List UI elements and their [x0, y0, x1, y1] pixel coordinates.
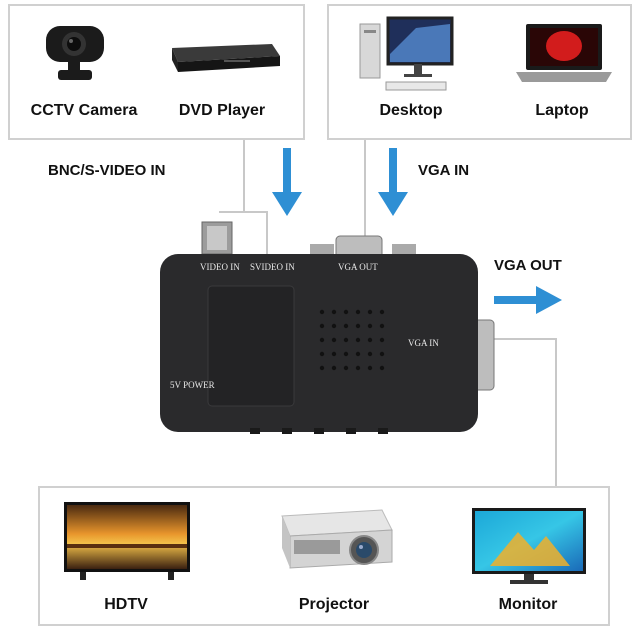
port-vga-in-label: VGA IN — [408, 338, 439, 348]
wire-out-v — [555, 338, 557, 486]
device-label: Monitor — [498, 596, 558, 613]
port-video-in-label: VIDEO IN — [200, 262, 240, 272]
wire-svideo — [266, 212, 268, 260]
device-label: Desktop — [379, 102, 443, 119]
wire-svideo-h — [243, 211, 268, 213]
cctv-camera-image — [46, 26, 104, 80]
power-label: 5V POWER — [170, 380, 215, 390]
device-label: HDTV — [104, 596, 148, 613]
projector-image — [281, 509, 393, 569]
wire-out-h — [486, 338, 556, 340]
device-label: DVD Player — [178, 102, 266, 119]
wire-bnc — [243, 140, 245, 212]
arrow-down-icon — [378, 148, 408, 216]
hdtv-image — [64, 502, 190, 580]
port-svideo-in-label: SVIDEO IN — [250, 262, 295, 272]
vga-out-label: VGA OUT — [494, 257, 562, 274]
bnc-svideo-in-label: BNC/S-VIDEO IN — [48, 162, 166, 179]
dvd-player-image — [172, 44, 280, 72]
converter-image — [160, 221, 495, 434]
arrow-down-icon — [272, 148, 302, 216]
wire-vga-in — [364, 140, 366, 240]
device-label: CCTV Camera — [30, 102, 138, 119]
device-label: Laptop — [535, 102, 589, 119]
port-vga-out-label: VGA OUT — [338, 262, 378, 272]
device-label: Projector — [298, 596, 370, 613]
laptop-image — [516, 24, 612, 82]
monitor-image — [472, 508, 586, 584]
arrow-right-icon — [494, 286, 562, 314]
vga-in-label: VGA IN — [418, 162, 470, 179]
desktop-computer-image — [359, 16, 454, 91]
wire-bnc-h — [219, 211, 245, 213]
